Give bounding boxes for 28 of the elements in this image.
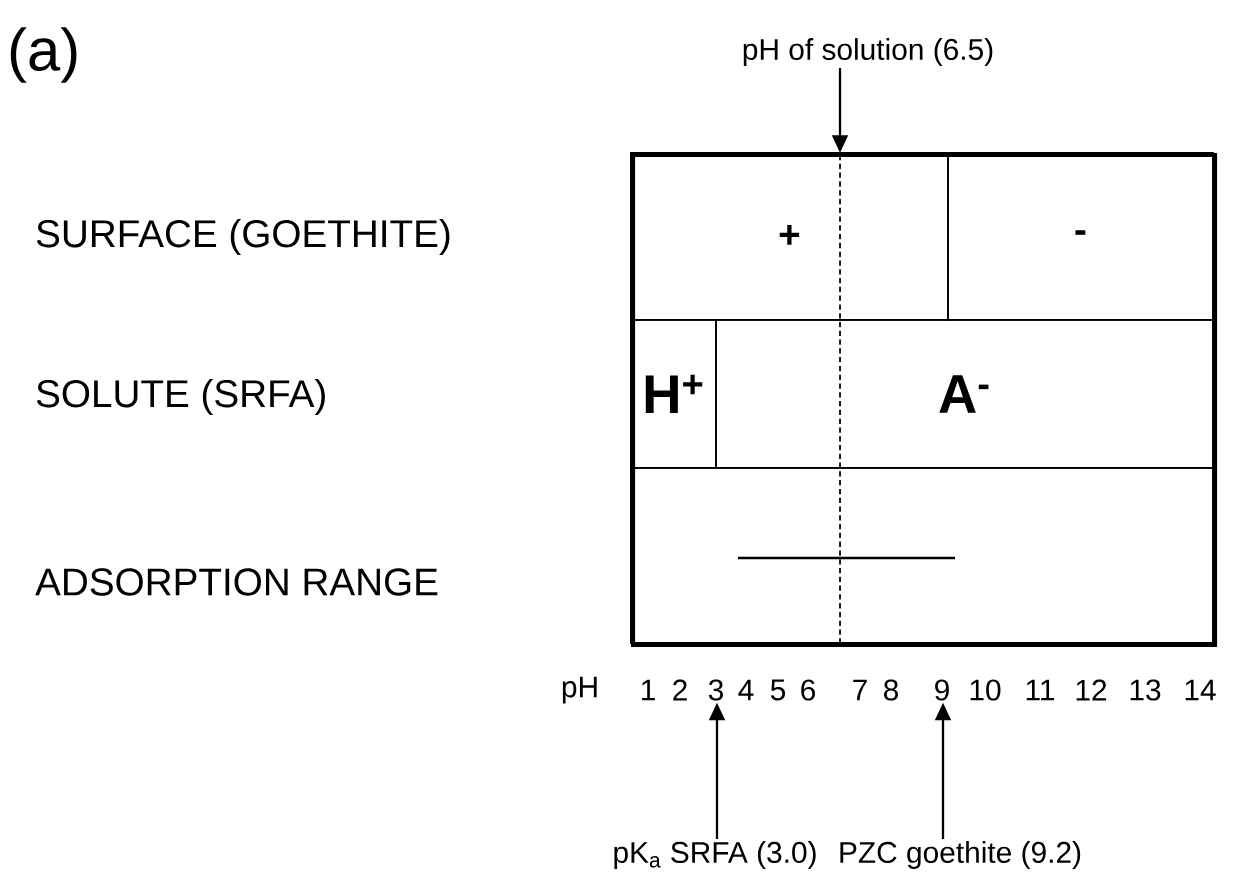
annotation-text: pH of solution (6.5) bbox=[743, 38, 993, 66]
tick-label: 5 bbox=[770, 679, 786, 701]
annotation-text: PZC goethite (9.2) bbox=[840, 841, 1081, 869]
row-label: SOLUTE (SRFA) bbox=[36, 379, 325, 415]
charge-cell: A$^{-}$ bbox=[715, 319, 1214, 469]
range-cell bbox=[630, 467, 1214, 644]
tick-label: 1 bbox=[642, 679, 655, 701]
tick-label: 9 bbox=[935, 679, 949, 701]
tick-label: 11 bbox=[1026, 679, 1055, 701]
tick-label: 13 bbox=[1130, 679, 1161, 701]
annotation-text: pK$_{a}$ SRFA (3.0) bbox=[614, 841, 816, 869]
charge-cell: - bbox=[947, 152, 1214, 321]
frame-box bbox=[630, 152, 1218, 648]
row-label: ADSORPTION RANGE bbox=[35, 568, 438, 596]
tick-label: 3 bbox=[708, 679, 723, 701]
tick-label: 14 bbox=[1185, 679, 1216, 701]
charge-cell: + bbox=[630, 152, 949, 321]
panel-label: (a) bbox=[10, 27, 77, 83]
charge-cell: H$^{+}$ bbox=[630, 319, 717, 469]
tick-label: 12 bbox=[1076, 679, 1107, 701]
tick-label: 6 bbox=[801, 679, 815, 701]
tick-label: 2 bbox=[673, 679, 687, 701]
tick-label: 4 bbox=[738, 679, 754, 701]
axis-label: pH bbox=[562, 676, 597, 704]
tick-label: 8 bbox=[884, 679, 899, 701]
tick-label: 7 bbox=[853, 679, 867, 701]
row-label: SURFACE (GOETHITE) bbox=[36, 219, 450, 255]
tick-label: 10 bbox=[970, 679, 1001, 701]
